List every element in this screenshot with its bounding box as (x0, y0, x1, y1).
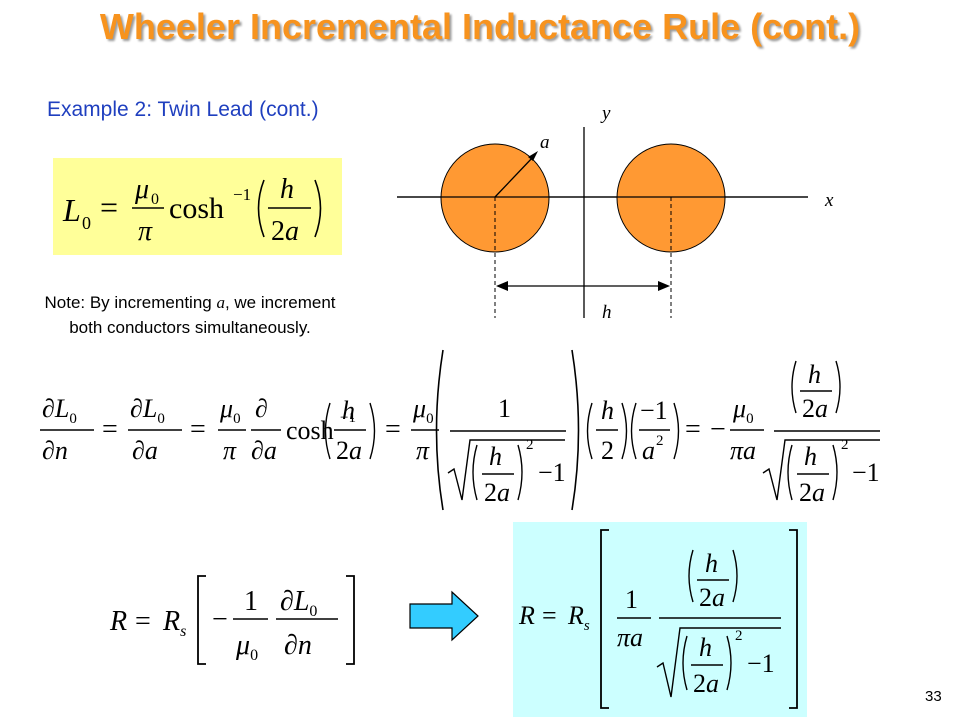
svg-text:−1: −1 (640, 396, 668, 425)
svg-text:−1: −1 (852, 458, 880, 487)
svg-text:2a: 2a (271, 216, 299, 247)
svg-text:R: R (518, 601, 535, 630)
svg-text:1: 1 (498, 394, 511, 423)
svg-text:2a: 2a (336, 436, 362, 465)
svg-text:=: = (135, 606, 151, 637)
svg-text:∂n: ∂n (42, 436, 68, 465)
svg-text:h: h (489, 442, 502, 471)
svg-text:2a: 2a (802, 394, 828, 423)
svg-text:R: R (109, 606, 127, 637)
svg-text:π: π (223, 436, 237, 465)
y-axis-label: y (600, 103, 611, 124)
svg-text:2: 2 (601, 436, 614, 465)
svg-text:2a: 2a (484, 478, 510, 507)
note-before: Note: By incrementing (44, 293, 217, 312)
svg-text:−: − (710, 414, 726, 445)
svg-text:−1: −1 (538, 458, 566, 487)
svg-text:1: 1 (244, 586, 258, 617)
svg-text:=: = (100, 189, 118, 225)
svg-text:cosh: cosh (169, 192, 224, 225)
svg-text:∂a: ∂a (132, 436, 158, 465)
svg-text:h: h (280, 174, 294, 205)
svg-text:Rs: Rs (162, 606, 186, 640)
svg-text:h: h (808, 360, 821, 389)
svg-text:π: π (138, 216, 153, 247)
svg-text:1: 1 (625, 585, 638, 614)
separation-arrow-left (496, 281, 508, 291)
inductance-equation: L 0 = μ 0 π cosh −1 h 2a (62, 174, 322, 247)
svg-text:π: π (416, 436, 430, 465)
svg-text:2a: 2a (699, 583, 725, 612)
svg-text:=: = (542, 601, 557, 630)
svg-text:2a: 2a (693, 669, 719, 698)
svg-text:πa: πa (617, 623, 643, 652)
page-number: 33 (925, 688, 942, 705)
svg-text:=: = (385, 414, 401, 445)
note-var: a (216, 293, 225, 312)
separation-label: h (602, 302, 612, 323)
svg-text:0: 0 (82, 213, 91, 233)
resistance-general-equation: R = Rs − 1 μ0 ∂L0 ∂n (109, 575, 355, 665)
svg-text:∂n: ∂n (284, 630, 312, 661)
svg-text:2: 2 (735, 628, 743, 644)
svg-text:L: L (62, 192, 81, 228)
radius-line (494, 155, 535, 198)
svg-text:μ0: μ0 (219, 394, 241, 427)
svg-text:−1: −1 (340, 410, 356, 426)
svg-text:μ0: μ0 (412, 394, 434, 427)
resistance-final-equation: R = Rs 1 πa h 2a h 2a 2 −1 (518, 529, 798, 709)
svg-text:h: h (804, 442, 817, 471)
svg-text:Rs: Rs (567, 601, 590, 634)
separation-arrow-right (658, 281, 670, 291)
svg-text:πa: πa (730, 436, 756, 465)
svg-text:μ0: μ0 (235, 630, 258, 664)
svg-text:−1: −1 (233, 185, 251, 204)
svg-text:a: a (642, 436, 655, 465)
svg-text:=: = (190, 414, 206, 445)
example-subtitle: Example 2: Twin Lead (cont.) (47, 98, 319, 121)
note-after: , we increment both conductors simultane… (69, 293, 336, 337)
x-axis-label: x (824, 190, 834, 211)
svg-text:h: h (705, 549, 718, 578)
svg-text:2a: 2a (799, 478, 825, 507)
svg-text:μ: μ (134, 174, 149, 205)
svg-text:μ0: μ0 (732, 394, 754, 427)
svg-text:0: 0 (151, 191, 159, 208)
radius-arrowhead (528, 151, 538, 161)
svg-text:−: − (212, 604, 228, 635)
radius-label: a (540, 132, 550, 153)
svg-text:h: h (699, 633, 712, 662)
svg-text:h: h (342, 396, 355, 425)
svg-text:∂L0: ∂L0 (280, 586, 317, 620)
svg-text:2: 2 (656, 433, 664, 449)
svg-text:=: = (102, 414, 118, 445)
slide-title: Wheeler Incremental Inductance Rule (con… (99, 6, 861, 47)
svg-text:2: 2 (526, 437, 534, 453)
final-equation-box (513, 522, 807, 717)
right-arrow (409, 590, 479, 642)
svg-text:∂a: ∂a (251, 436, 277, 465)
svg-text:∂L0: ∂L0 (130, 394, 165, 427)
derivative-equation: ∂L0 ∂n = ∂L0 ∂a = μ0 π ∂ ∂a cosh −1 h 2a… (40, 349, 880, 511)
svg-text:=: = (685, 414, 701, 445)
note-text: Note: By incrementing a, we increment bo… (40, 290, 340, 340)
svg-text:−1: −1 (747, 649, 775, 678)
inductance-equation-box (53, 158, 342, 255)
svg-text:∂L0: ∂L0 (42, 394, 77, 427)
svg-text:h: h (601, 396, 614, 425)
svg-text:∂: ∂ (255, 394, 268, 423)
svg-text:2: 2 (841, 437, 849, 453)
